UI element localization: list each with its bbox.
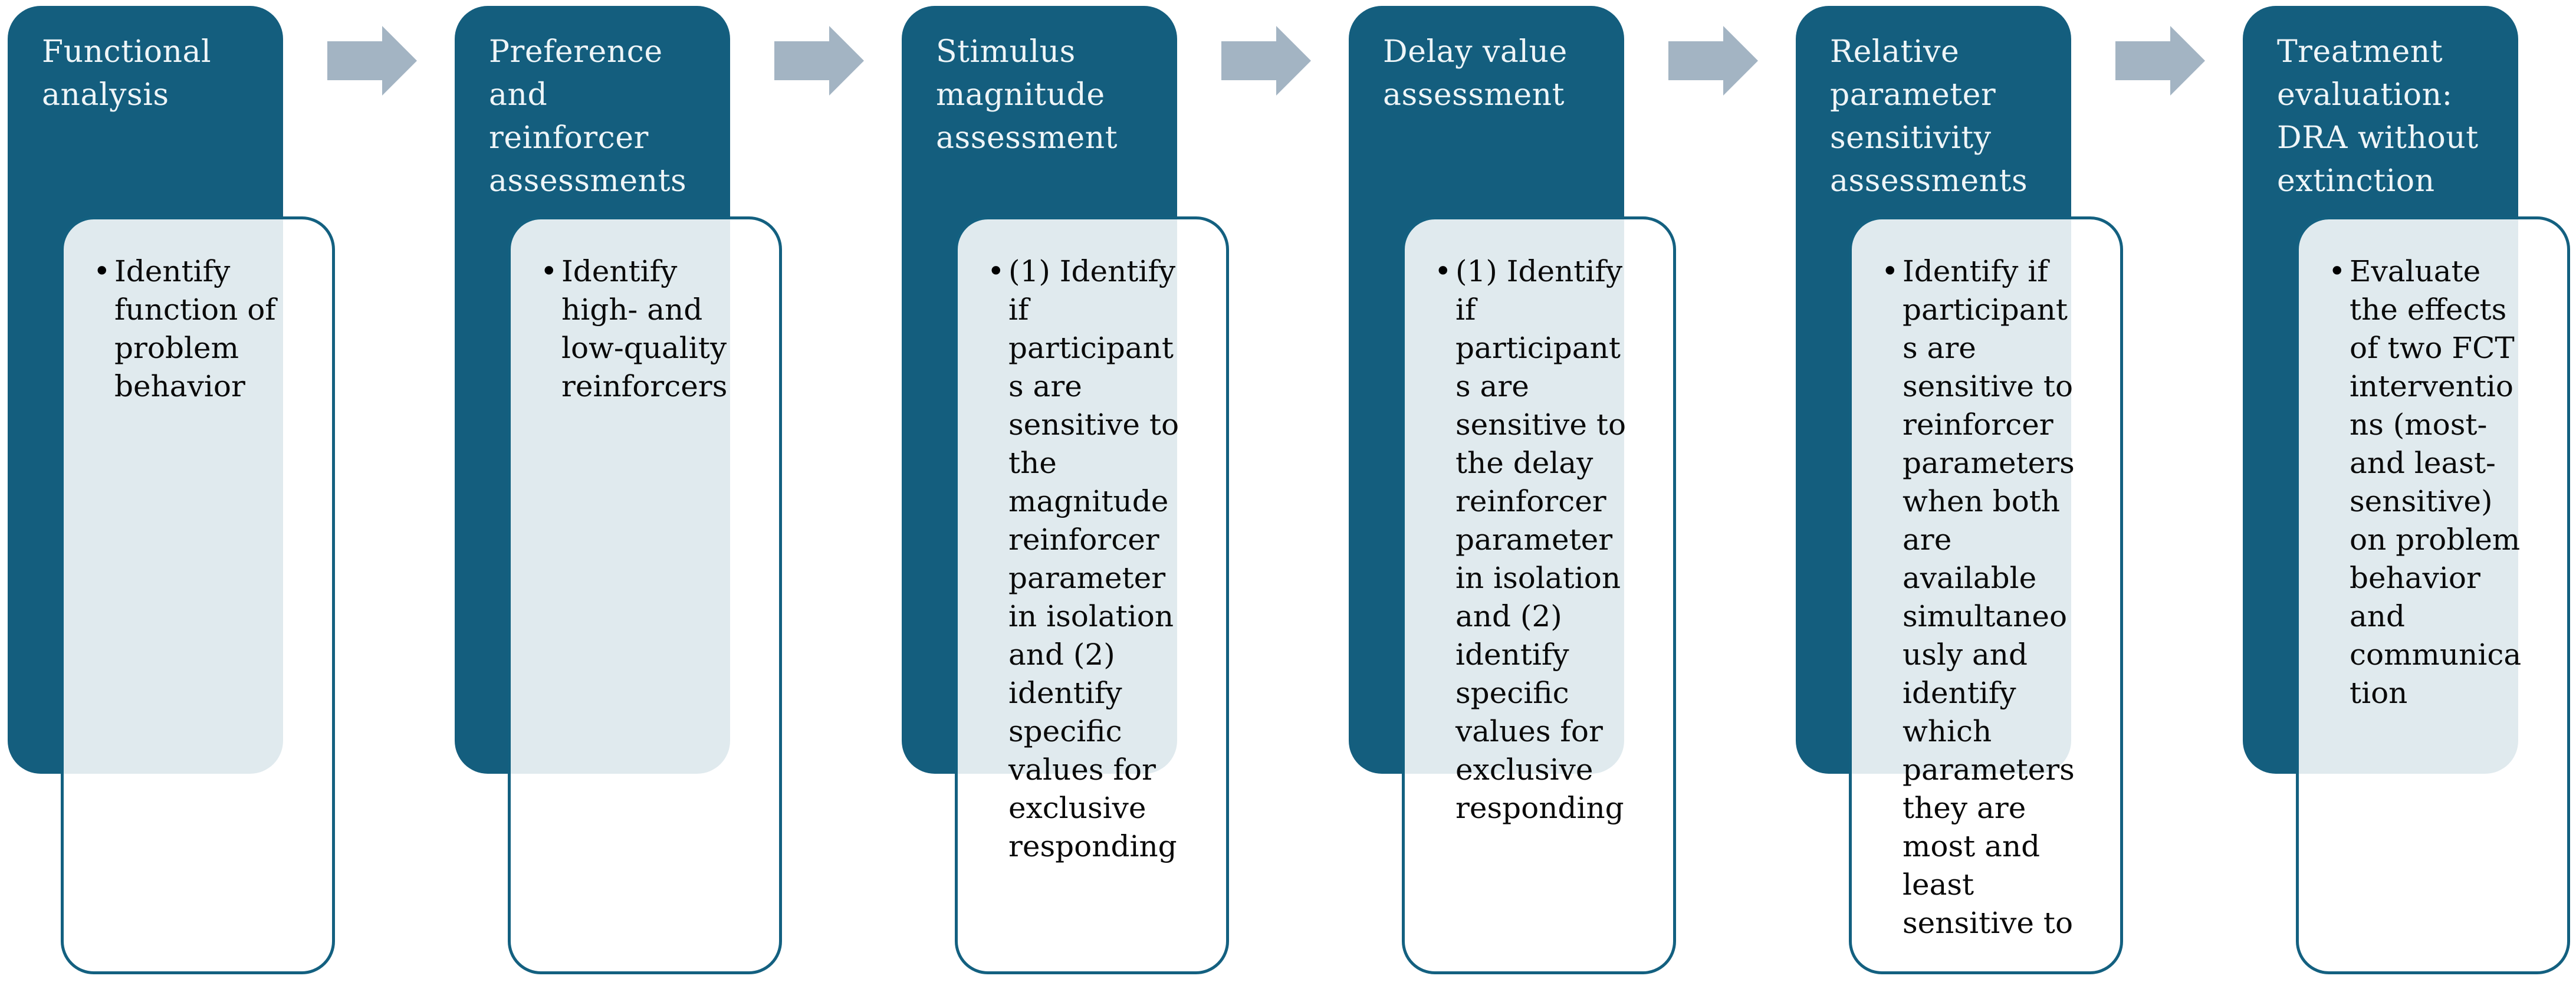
step-title: Stimulus magnitude assessment <box>936 34 1118 156</box>
bullet-dot-icon: • <box>987 254 1005 288</box>
step-preference-reinforcer-assessments: Preference and reinforcer assessments • … <box>455 0 902 1002</box>
step-body: • (1) Identify if participants are sensi… <box>1402 216 1676 974</box>
bullet-dot-icon: • <box>1434 254 1452 288</box>
step-body: • Identify function of problem behavior <box>61 216 335 974</box>
bullet-text: (1) Identify if participants are sensiti… <box>1008 254 1179 863</box>
step-title: Relative parameter sensitivity assessmen… <box>1830 34 2028 199</box>
step-title: Treatment evaluation: DRA without extinc… <box>2277 34 2479 199</box>
bullet-dot-icon: • <box>1881 254 1899 288</box>
bullet-item: • Identify high- and low-quality reinfor… <box>511 219 779 406</box>
bullet-item: • (1) Identify if participants are sensi… <box>1405 219 1673 827</box>
step-stimulus-magnitude-assessment: Stimulus magnitude assessment • (1) Iden… <box>902 0 1349 1002</box>
step-functional-analysis: Functional analysis • Identify function … <box>8 0 455 1002</box>
arrow-right-icon <box>774 26 864 96</box>
arrow-right-icon <box>327 26 417 96</box>
bullet-item: • Identify function of problem behavior <box>64 219 332 406</box>
arrow-right-icon <box>1668 26 1758 96</box>
arrow-right-icon <box>1221 26 1311 96</box>
bullet-item: • Evaluate the effects of two FCT interv… <box>2299 219 2567 712</box>
step-body: • Identify if participants are sensitive… <box>1849 216 2123 974</box>
bullet-text: Evaluate the effects of two FCT interven… <box>2350 254 2522 710</box>
bullet-text: (1) Identify if participants are sensiti… <box>1455 254 1627 825</box>
bullet-dot-icon: • <box>540 254 558 288</box>
step-relative-parameter-sensitivity-assessments: Relative parameter sensitivity assessmen… <box>1796 0 2243 1002</box>
step-treatment-evaluation: Treatment evaluation: DRA without extinc… <box>2243 0 2576 1002</box>
bullet-item: • Identify if participants are sensitive… <box>1852 219 2120 942</box>
step-title: Functional analysis <box>42 34 212 113</box>
step-title: Delay value assessment <box>1383 34 1568 113</box>
step-body: • Evaluate the effects of two FCT interv… <box>2296 216 2570 974</box>
bullet-text: Identify high- and low-quality reinforce… <box>561 254 728 403</box>
step-delay-value-assessment: Delay value assessment • (1) Identify if… <box>1349 0 1796 1002</box>
bullet-text: Identify function of problem behavior <box>114 254 276 403</box>
step-body: • Identify high- and low-quality reinfor… <box>508 216 782 974</box>
step-body: • (1) Identify if participants are sensi… <box>955 216 1229 974</box>
bullet-dot-icon: • <box>93 254 111 288</box>
bullet-item: • (1) Identify if participants are sensi… <box>958 219 1226 866</box>
bullet-dot-icon: • <box>2328 254 2346 288</box>
step-title: Preference and reinforcer assessments <box>489 34 687 199</box>
bullet-text: Identify if participants are sensitive t… <box>1903 254 2075 940</box>
arrow-right-icon <box>2115 26 2205 96</box>
